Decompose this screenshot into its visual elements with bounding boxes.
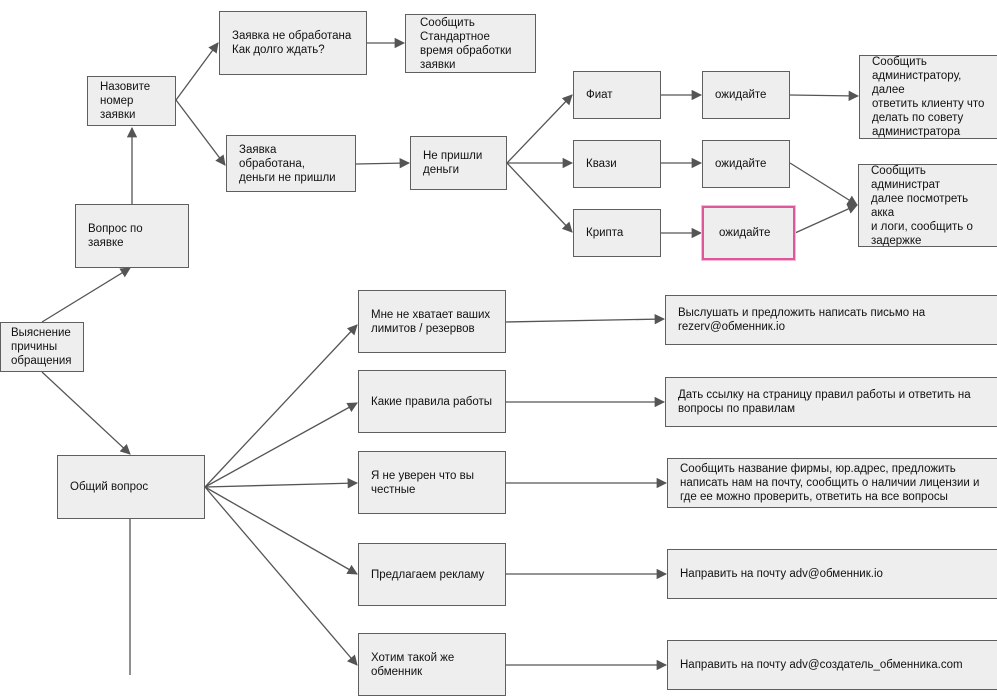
node-answer-limits[interactable]: Выслушать и предложить написать письмо н… xyxy=(665,295,997,345)
node-not-honest[interactable]: Я не уверен что вы честные xyxy=(358,451,506,514)
node-answer-honest[interactable]: Сообщить название фирмы, юр.адрес, предл… xyxy=(667,458,997,508)
node-wait-quasi[interactable]: ожидайте xyxy=(702,140,790,188)
edge-layer xyxy=(41,37,860,675)
edge-general-to-same xyxy=(204,486,358,666)
edge-no-money-to-fiat xyxy=(506,94,573,164)
edge-general-to-rules xyxy=(204,402,358,488)
node-fiat[interactable]: Фиат xyxy=(573,71,661,119)
node-tell-standard-time[interactable]: Сообщить Стандартное время обработки зая… xyxy=(405,14,536,73)
node-rules[interactable]: Какие правила работы xyxy=(358,370,506,433)
node-processed-no-money[interactable]: Заявка обработана, деньги не пришли xyxy=(226,135,356,192)
node-order-question[interactable]: Вопрос по заявке xyxy=(75,204,189,268)
edge-wait-crypto-to-admin2 xyxy=(794,204,858,234)
node-answer-ads[interactable]: Направить на почту adv@обменник.io xyxy=(667,549,997,599)
node-limits[interactable]: Мне не хватает ваших лимитов / резервов xyxy=(358,290,506,353)
flowchart: Назовите номер заявки Заявка не обработа… xyxy=(0,11,997,696)
node-clarify-reason[interactable]: Выяснение причины обращения xyxy=(0,322,84,372)
node-wait-fiat[interactable]: ожидайте xyxy=(702,71,790,119)
edge-wait-fiat-to-admin xyxy=(789,90,860,102)
node-general-question[interactable]: Общий вопрос xyxy=(57,455,205,519)
node-not-processed[interactable]: Заявка не обработана Как долго ждать? xyxy=(219,11,367,75)
node-ads[interactable]: Предлагаем рекламу xyxy=(358,543,506,606)
edge-clarify-to-general xyxy=(41,371,131,455)
node-tell-admin-advice[interactable]: Сообщить администратору, далее ответить … xyxy=(859,55,997,139)
edge-no-money-to-crypto xyxy=(506,162,573,233)
edge-clarify-to-order-question xyxy=(41,267,131,323)
node-wait-crypto-selected[interactable]: ожидайте xyxy=(702,206,795,260)
node-answer-rules[interactable]: Дать ссылку на страницу правил работы и … xyxy=(665,377,997,427)
edge-general-to-honest xyxy=(204,478,359,489)
node-order-number[interactable]: Назовите номер заявки xyxy=(87,76,176,126)
edge-number-to-not-processed xyxy=(175,42,219,101)
edge-number-to-processed xyxy=(175,99,226,166)
edge-limits-to-answer xyxy=(505,313,666,325)
node-tell-admin-logs[interactable]: Сообщить администрат далее посмотреть ак… xyxy=(858,164,997,247)
node-answer-same[interactable]: Направить на почту adv@создатель_обменни… xyxy=(667,640,997,690)
edge-processed-to-no-money xyxy=(355,157,411,169)
node-quasi[interactable]: Квази xyxy=(573,140,661,188)
edge-wait-quasi-to-admin2 xyxy=(789,162,858,206)
node-same-exchanger[interactable]: Хотим такой же обменник xyxy=(358,633,506,696)
node-no-money[interactable]: Не пришли деньги xyxy=(410,136,507,190)
edge-general-to-ads xyxy=(204,486,358,575)
node-crypto[interactable]: Крипта xyxy=(573,209,661,257)
edge-general-to-limits xyxy=(204,324,358,488)
